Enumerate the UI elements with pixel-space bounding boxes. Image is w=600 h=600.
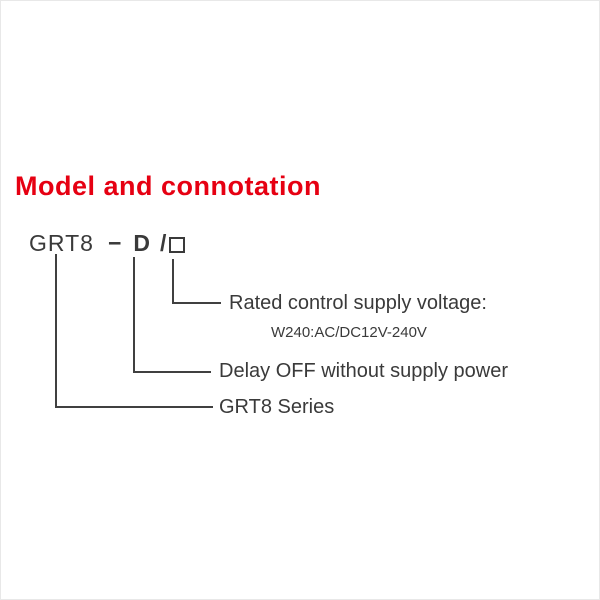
model-slash: / <box>160 230 167 256</box>
voltage-connector-line <box>172 259 221 304</box>
voltage-label: Rated control supply voltage: <box>229 292 487 314</box>
series-connector-line <box>55 254 213 408</box>
series-label: GRT8 Series <box>219 396 335 418</box>
delay-connector-line <box>133 257 211 373</box>
model-series-code: GRT8 <box>29 230 94 256</box>
model-type-code: D <box>133 230 150 256</box>
model-dash: − <box>107 230 122 256</box>
model-code: GRT8 − D / <box>29 230 186 257</box>
page-title: Model and connotation <box>15 171 321 201</box>
delay-label: Delay OFF without supply power <box>219 360 509 382</box>
voltage-placeholder-box-icon <box>169 236 186 253</box>
voltage-detail-label: W240:AC/DC12V-240V <box>271 324 427 341</box>
